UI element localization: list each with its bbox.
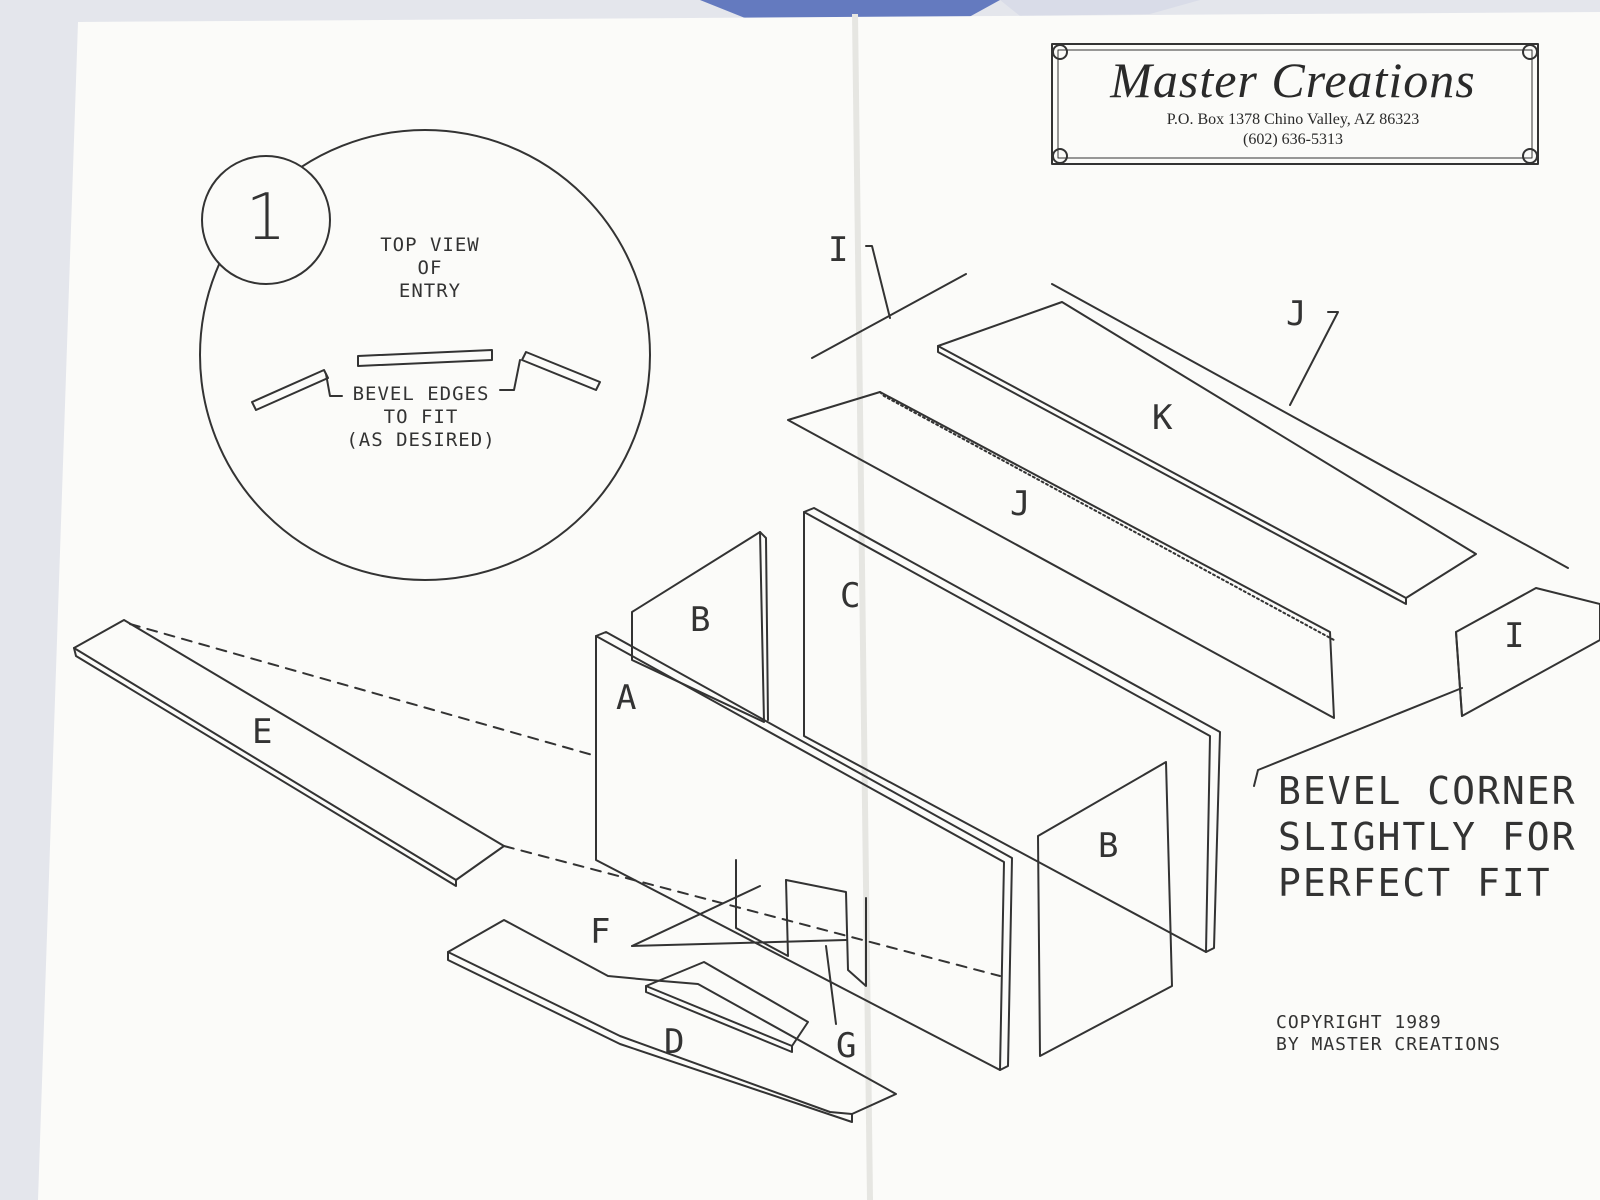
entry-front-piece (357, 349, 493, 367)
piece-j-edge (879, 391, 1335, 641)
detail-title-line: TOP VIEW (380, 234, 480, 256)
piece-b-back (631, 531, 765, 723)
piece-j (787, 391, 1335, 719)
detail-title-line: OF (417, 257, 443, 279)
brand-address: P.O. Box 1378 Chino Valley, AZ 86323 (1166, 111, 1420, 128)
piece-k (937, 301, 1477, 599)
detail-note: BEVEL EDGES TO FIT (AS DESIRED) (342, 383, 500, 452)
piece-d-thickness (447, 951, 853, 1123)
detail-number: 1 (245, 181, 287, 255)
piece-f-leader-2 (631, 939, 847, 947)
piece-j-leader (1289, 311, 1339, 406)
label-a: A (616, 678, 637, 718)
white-fabric (1000, 0, 1200, 16)
entry-left-piece (251, 369, 329, 411)
entry-right-piece (521, 351, 601, 391)
label-j-front: J (1010, 484, 1031, 524)
label-e: E (252, 712, 273, 752)
detail-circle (199, 129, 651, 581)
label-i-top: I (828, 230, 849, 270)
piece-i-leader (865, 245, 891, 319)
brand-block: Master Creations P.O. Box 1378 Chino Val… (1048, 44, 1538, 166)
label-b-front: B (1098, 826, 1119, 866)
label-i-right: I (1504, 616, 1525, 656)
entry-opening-right (785, 879, 867, 987)
label-b-back: B (690, 600, 711, 640)
copyright-line: BY MASTER CREATIONS (1276, 1034, 1501, 1055)
bevel-leader-left (325, 373, 343, 397)
detail-note-line: BEVEL EDGES (352, 383, 490, 405)
note-line: BEVEL CORNER (1278, 769, 1577, 813)
detail-title-line: ENTRY (398, 280, 462, 302)
brand-phone: (602) 636-5313 (1243, 131, 1343, 148)
label-f: F (590, 912, 611, 952)
alignment-line-top (129, 623, 597, 757)
piece-a-edge (595, 631, 1013, 1071)
detail-note-line: TO FIT (383, 406, 459, 428)
bevel-corner-note: BEVEL CORNER SLIGHTLY FOR PERFECT FIT (1278, 768, 1577, 906)
piece-g-thickness (645, 985, 793, 1053)
note-line: SLIGHTLY FOR (1278, 815, 1577, 859)
piece-j-top-edge (1051, 283, 1569, 569)
brand-frame (1051, 43, 1539, 165)
piece-i-right-edge (1455, 631, 1463, 717)
detail-number-circle (201, 155, 331, 285)
bevel-leader-right (499, 359, 521, 391)
label-j-top: J (1286, 294, 1307, 334)
brand-name: Master Creations (1110, 52, 1476, 108)
bevel-corner-leader (1253, 687, 1463, 787)
piece-c-edge (803, 507, 1221, 953)
label-k: K (1152, 398, 1173, 438)
piece-f-leader-1 (631, 885, 761, 947)
piece-g-leader (825, 945, 837, 1025)
piece-g (645, 961, 809, 1047)
label-c: C (840, 576, 861, 616)
detail-title: TOP VIEW OF ENTRY (360, 234, 500, 303)
label-d: D (664, 1022, 685, 1062)
piece-e-thickness (73, 647, 457, 887)
copyright-line: COPYRIGHT 1989 (1276, 1012, 1442, 1033)
corner-ornament-icon (1052, 44, 1538, 164)
alignment-line-bottom (503, 845, 1001, 977)
piece-k-thickness (937, 345, 1407, 605)
detail-note-line: (AS DESIRED) (346, 429, 496, 451)
copyright-note: COPYRIGHT 1989 BY MASTER CREATIONS (1276, 1012, 1501, 1056)
label-g: G (836, 1026, 857, 1066)
note-line: PERFECT FIT (1278, 861, 1552, 905)
piece-b-front (1037, 761, 1173, 1057)
paper-sheet (38, 12, 1600, 1200)
piece-b-back-edge (759, 531, 769, 721)
paper-fold (852, 13, 873, 1200)
brand-frame-inner (1057, 49, 1533, 159)
